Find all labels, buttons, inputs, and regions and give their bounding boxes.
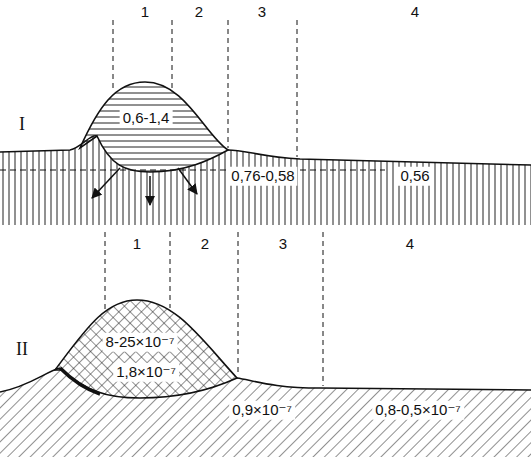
- zone-number: 3: [276, 235, 290, 254]
- panel-numeral: II: [13, 339, 31, 361]
- value-label: 0,8-0,5×10⁻⁷: [372, 401, 464, 420]
- water-level: [0, 170, 385, 171]
- zone-number: 3: [255, 3, 269, 22]
- zone-number: 4: [403, 235, 417, 254]
- value-label: 0,6-1,4: [120, 109, 173, 128]
- value-label: 0,9×10⁻⁷: [229, 401, 295, 420]
- ground-surface: [0, 136, 531, 165]
- value-label: 8-25×10⁻⁷: [103, 333, 178, 352]
- value-label: 0,76-0,58: [228, 167, 297, 186]
- panel-numeral: I: [16, 114, 28, 136]
- panel-one: [0, 20, 531, 225]
- zone-number: 2: [192, 3, 206, 22]
- seepage-arrow: [178, 168, 197, 194]
- lens-body: [55, 300, 237, 398]
- lens-body: [80, 82, 228, 172]
- clay-layer: [60, 368, 100, 394]
- zone-number: 1: [130, 235, 144, 254]
- zone-number: 2: [198, 235, 212, 254]
- seepage-arrow: [92, 168, 120, 198]
- value-label: 0,56: [397, 167, 432, 186]
- value-label: 1,8×10⁻⁷: [113, 363, 179, 382]
- zone-divider: [238, 232, 239, 376]
- zone-divider: [323, 232, 324, 386]
- zone-number: 1: [138, 3, 152, 22]
- panel-two: [0, 232, 531, 457]
- seepage-arrow: [149, 176, 151, 205]
- zone-divider: [172, 20, 173, 88]
- zone-divider: [228, 20, 229, 148]
- zone-divider: [170, 232, 171, 308]
- zone-divider: [105, 232, 106, 312]
- zone-divider: [297, 20, 298, 157]
- zone-divider: [113, 20, 114, 92]
- zone-number: 4: [408, 3, 422, 22]
